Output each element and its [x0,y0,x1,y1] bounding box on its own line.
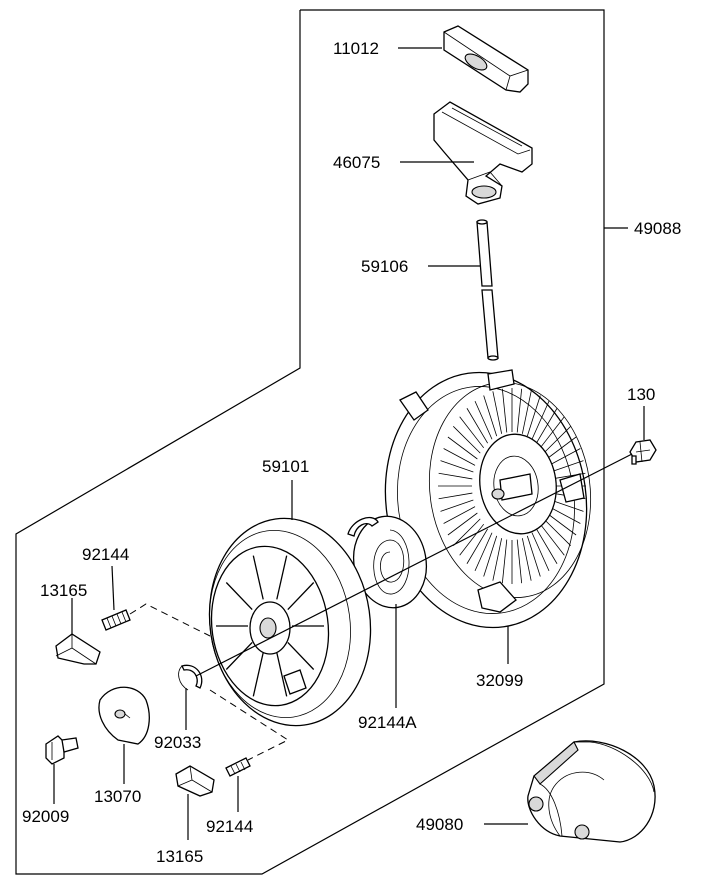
housing-fin [546,512,577,536]
recoil-housing-drawing [384,369,592,629]
leader-92144-top [111,565,115,611]
part-number-130: 130 [627,385,655,404]
housing-fin [443,506,476,524]
part-number-59106: 59106 [361,257,408,276]
part-number-46075: 46075 [333,153,380,172]
housing-fin [546,436,577,460]
housing-fin [550,499,584,512]
housing-fin [474,400,493,440]
assembly-outline [15,9,605,875]
housing-fin [501,388,508,433]
part-number-92009: 92009 [22,807,69,826]
housing-fin [548,448,581,466]
reel-spoke [276,555,288,600]
starter-handle-drawing [433,101,533,205]
part-number-13070: 13070 [94,787,141,806]
part-number-13165-top: 13165 [40,581,87,600]
housing-fin [543,518,571,546]
starter-rope-drawing [476,219,499,361]
housing-fin [466,408,488,444]
housing-fin [492,391,503,434]
part-number-59101: 59101 [262,457,309,476]
housing-fin [459,416,485,449]
reel-spokes [216,555,324,697]
housing-fin [438,492,473,500]
reel-spoke [225,642,253,670]
part-number-49080: 49080 [416,815,463,834]
guide-plate-drawing [98,686,150,745]
housing-fin [438,472,473,480]
housing-fin [466,528,488,564]
housing-fin [550,460,584,473]
reel-spoke [225,582,253,610]
rope-reel-drawing [208,517,372,727]
reel-spoke [252,555,264,600]
housing-fins [438,388,586,584]
handle-grip-cap-drawing [443,25,529,93]
part-number-11012: 11012 [333,39,379,58]
housing-fin [501,539,508,584]
housing-fin [521,538,532,581]
part-number-49088: 49088 [634,219,681,238]
assembly-centerline [195,453,633,677]
housing-fin [459,523,485,556]
recoil-spring-drawing [347,515,427,609]
housing-fin [536,528,558,564]
starter-pulley-cup-drawing [527,740,656,843]
housing-fin [440,499,474,512]
reel-spoke [276,652,288,697]
housing-fin [516,388,523,433]
part-number-13165-bottom: 13165 [156,847,203,866]
housing-fin [453,518,481,546]
part-number-92144-bottom: 92144 [206,817,253,836]
ratchet-bottom-drawing [175,765,215,797]
housing-fin [516,539,523,584]
housing-fin [440,460,474,473]
part-number-32099: 32099 [476,671,523,690]
reel-spoke [252,652,264,697]
housing-fin [443,448,476,466]
housing-fin [531,532,550,572]
part-number-92144A: 92144A [358,713,417,732]
housing-fin [543,426,571,454]
housing-fin [548,506,581,524]
nut-bolt-drawing [629,439,657,465]
reel-spoke [287,582,315,610]
ratchet-spring-top-drawing [101,609,131,631]
ratchet-spring-bottom-drawing [225,757,251,777]
housing-fin [447,436,478,460]
housing-fin [526,535,541,577]
alignment-line-bottom [209,689,290,761]
housing-fin [483,535,498,577]
housing-fin [531,400,550,440]
circlip-drawing [178,664,203,691]
housing-fin [474,532,493,572]
housing-fin [521,391,532,434]
housing-fin [483,395,498,437]
housing-fin [536,408,558,444]
part-number-92144-top: 92144 [82,545,129,564]
housing-fin [539,416,565,449]
part-number-92033: 92033 [154,733,201,752]
housing-fin [539,523,565,556]
housing-fin [492,538,503,581]
housing-fin [447,512,478,536]
reel-spoke [287,642,315,670]
ratchet-top-drawing [55,633,101,665]
alignment-line-top [129,603,211,637]
housing-fin [453,426,481,454]
housing-fin [526,395,541,437]
screw-drawing [45,735,79,765]
